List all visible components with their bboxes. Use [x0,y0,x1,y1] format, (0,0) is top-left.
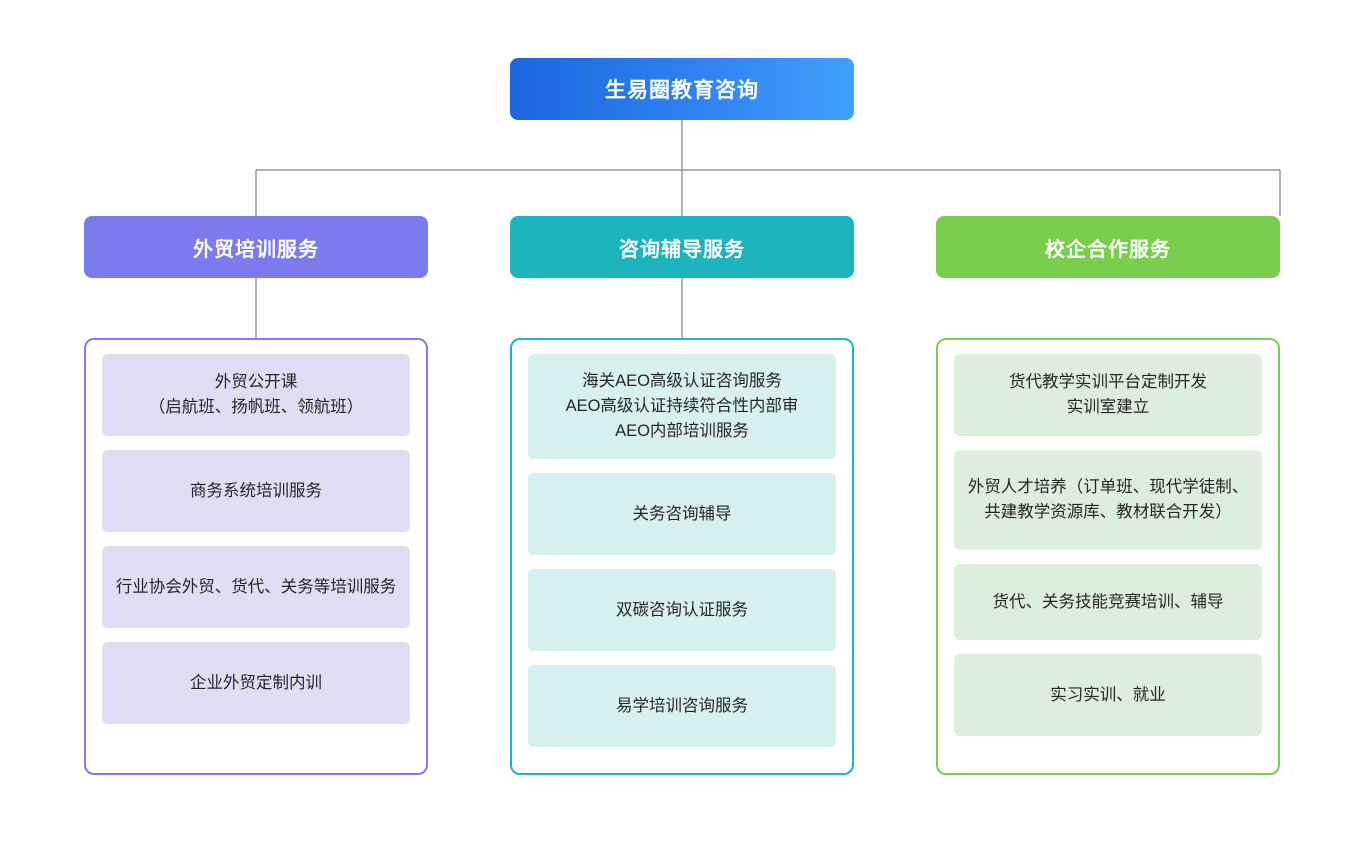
category-header-label-0: 外贸培训服务 [193,238,319,261]
leaf-item[interactable]: 商务系统培训服务 [102,450,410,532]
category-panel-2: 货代教学实训平台定制开发 实训室建立 外贸人才培养（订单班、现代学徒制、共建教学… [936,338,1280,775]
category-header-0[interactable]: 外贸培训服务 [84,216,428,278]
category-panel-0: 外贸公开课 （启航班、扬帆班、领航班） 商务系统培训服务 行业协会外贸、货代、关… [84,338,428,775]
leaf-item[interactable]: 外贸公开课 （启航班、扬帆班、领航班） [102,354,410,436]
category-header-1[interactable]: 咨询辅导服务 [510,216,854,278]
leaf-item[interactable]: 双碳咨询认证服务 [528,569,836,651]
leaf-item[interactable]: 易学培训咨询服务 [528,665,836,747]
category-header-label-2: 校企合作服务 [1045,238,1171,261]
category-header-label-1: 咨询辅导服务 [619,238,745,261]
category-header-2[interactable]: 校企合作服务 [936,216,1280,278]
root-node[interactable]: 生易圈教育咨询 [510,58,854,120]
leaf-item[interactable]: 外贸人才培养（订单班、现代学徒制、共建教学资源库、教材联合开发） [954,450,1262,550]
leaf-item[interactable]: 货代教学实训平台定制开发 实训室建立 [954,354,1262,436]
leaf-item[interactable]: 海关AEO高级认证咨询服务 AEO高级认证持续符合性内部审 AEO内部培训服务 [528,354,836,459]
leaf-item[interactable]: 行业协会外贸、货代、关务等培训服务 [102,546,410,628]
category-panel-1: 海关AEO高级认证咨询服务 AEO高级认证持续符合性内部审 AEO内部培训服务 … [510,338,854,775]
leaf-item[interactable]: 货代、关务技能竞赛培训、辅导 [954,564,1262,640]
root-node-label: 生易圈教育咨询 [605,79,759,102]
leaf-item[interactable]: 关务咨询辅导 [528,473,836,555]
leaf-item[interactable]: 企业外贸定制内训 [102,642,410,724]
leaf-item[interactable]: 实习实训、就业 [954,654,1262,736]
